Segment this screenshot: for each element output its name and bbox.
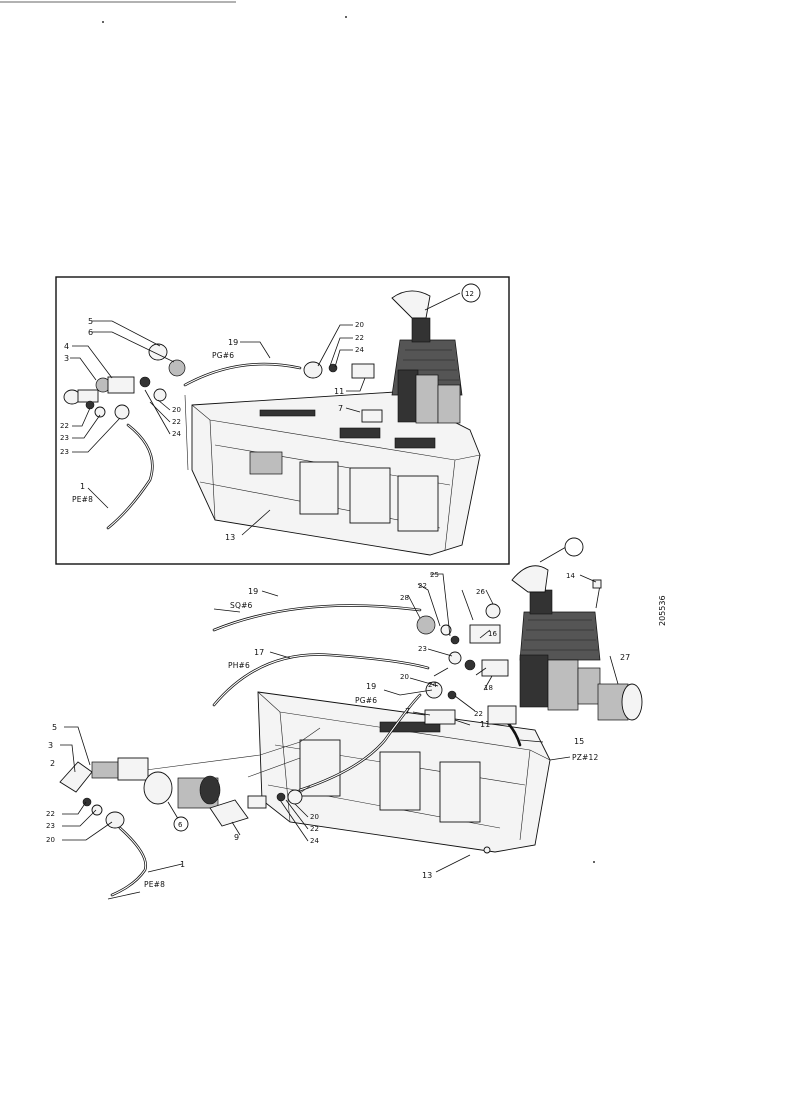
inset-label-3: 3 (64, 354, 69, 363)
inset-label-20b: 20 (355, 321, 364, 329)
inset-console (191, 391, 481, 556)
inset-callout-12 (461, 283, 481, 303)
main-hose-pg: PG#6 (355, 696, 377, 705)
main-label-22a: 22 (418, 582, 427, 590)
main-leaders (60, 546, 619, 900)
inset-label-12: 12 (465, 290, 474, 298)
inset-label-1: 1 (80, 482, 85, 491)
inset-label-5: 5 (88, 317, 93, 326)
inset-leaders (70, 292, 461, 536)
main-label-20b: 20 (46, 836, 55, 844)
inset-hoses (106, 362, 302, 530)
main-hose-pz: PZ#12 (572, 753, 599, 762)
inset-label-24b: 24 (355, 346, 364, 354)
main-label-20c: 20 (310, 813, 319, 821)
main-label-9: 9 (234, 833, 239, 842)
main-hose-pe: PE#8 (144, 880, 165, 889)
main-label-24b: 24 (310, 837, 319, 845)
main-label-28: 28 (400, 594, 409, 602)
inset-label-22c: 22 (355, 334, 364, 342)
main-label-25: 25 (430, 571, 439, 579)
inset-label-23b: 23 (60, 448, 69, 456)
main-label-22d: 22 (310, 825, 319, 833)
inset-label-20a: 20 (172, 406, 181, 414)
main-label-26: 26 (476, 588, 485, 596)
main-joystick (511, 565, 643, 721)
inset-panel: 5 6 4 3 22 23 23 20 22 24 19 PG#6 20 22 … (55, 276, 510, 565)
inset-label-24a: 24 (172, 430, 181, 438)
main-label-2: 2 (50, 759, 55, 768)
inset-label-13: 13 (225, 533, 235, 542)
main-label-26b: 22 (46, 810, 55, 818)
main-label-11: 11 (480, 720, 490, 729)
main-label-13: 13 (422, 871, 432, 880)
main-label-27: 27 (620, 653, 630, 662)
main-label-16: 16 (488, 630, 497, 638)
inset-label-7: 7 (338, 404, 343, 413)
main-label-14: 14 (566, 572, 575, 580)
inset-joystick (391, 290, 463, 424)
inset-label-22a: 22 (60, 422, 69, 430)
main-label-17: 17 (254, 648, 264, 657)
inset-hose-pg: PG#6 (212, 351, 234, 360)
inset-frame (55, 276, 510, 565)
main-label-15: 15 (574, 737, 584, 746)
inset-label-11: 11 (334, 387, 344, 396)
main-assembly: 19 SQ#6 28 22 25 16 26 14 27 17 PH#6 23 … (46, 537, 643, 900)
main-label-18: 18 (484, 684, 493, 692)
main-label-23a: 23 (418, 645, 427, 653)
main-label-6: 6 (178, 821, 183, 829)
scan-specks (0, 1, 595, 863)
inset-label-4: 4 (64, 342, 69, 351)
main-callout-12 (564, 537, 584, 557)
main-label-19b: 19 (366, 682, 376, 691)
inset-fittings (63, 343, 383, 423)
main-hoses (110, 604, 522, 897)
inset-hose-pe: PE#8 (72, 495, 93, 504)
inset-label-22b: 22 (172, 418, 181, 426)
main-label-5: 5 (52, 723, 57, 732)
document-id: 205536 (658, 595, 667, 626)
main-label-23b: 23 (46, 822, 55, 830)
main-callout-6 (173, 816, 189, 832)
inset-label-19: 19 (228, 338, 238, 347)
inset-label-6: 6 (88, 328, 93, 337)
inset-labels: 5 6 4 3 22 23 23 20 22 24 19 PG#6 20 22 … (60, 283, 481, 542)
main-label-22b: 22 (474, 710, 483, 718)
main-fittings (59, 603, 517, 829)
main-label-3: 3 (48, 741, 53, 750)
main-label-19a: 19 (248, 587, 258, 596)
main-hose-ph: PH#6 (228, 661, 250, 670)
inset-label-23a: 23 (60, 434, 69, 442)
main-label-1: 1 (180, 860, 185, 869)
main-label-7: 7 (405, 707, 410, 716)
main-labels: 19 SQ#6 28 22 25 16 26 14 27 17 PH#6 23 … (46, 537, 630, 889)
main-label-24a: 24 (428, 681, 437, 689)
main-label-20a: 20 (400, 673, 409, 681)
main-hose-sq: SQ#6 (230, 601, 253, 610)
